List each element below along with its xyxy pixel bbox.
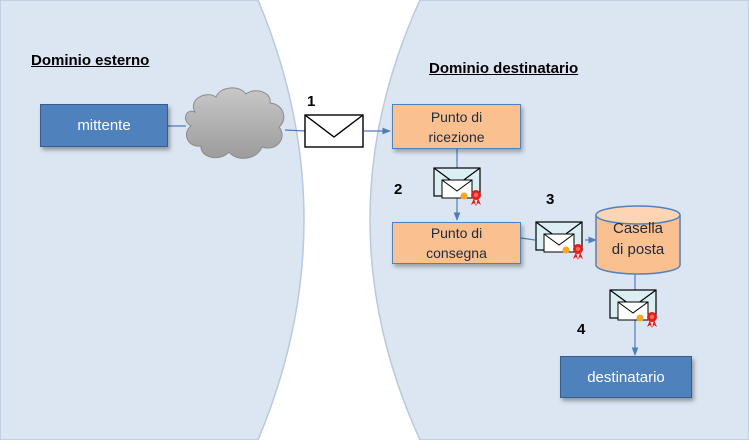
recipient-box: destinatario [560, 356, 692, 398]
delivery-label-line2: consegna [426, 245, 487, 261]
external-domain-title: Dominio esterno [31, 52, 150, 69]
sender-box: mittente [40, 104, 168, 147]
mailbox-label-line2: di posta [611, 241, 665, 258]
step-number-1: 1 [307, 93, 316, 110]
reception-point-box: Punto di ricezione [392, 104, 521, 149]
step-number-2: 2 [394, 181, 403, 198]
delivery-to-envelope-line [520, 237, 536, 241]
mailbox-label: Casella di posta [596, 218, 680, 260]
delivery-label-line1: Punto di [430, 225, 483, 241]
recipient-domain-title: Dominio destinatario [429, 60, 579, 77]
reception-label-line2: ricezione [428, 128, 485, 145]
cloud-to-envelope-line [284, 129, 306, 132]
recipient-label: destinatario [587, 368, 665, 386]
reception-label-line1: Punto di [430, 108, 483, 125]
sender-label: mittente [77, 117, 131, 134]
mailbox-cylinder [595, 205, 681, 275]
cloud-icon [185, 87, 285, 159]
step-number-3: 3 [546, 191, 555, 208]
delivery-point-box: Punto di consegna [392, 222, 521, 264]
step-number-4: 4 [577, 321, 586, 338]
mailbox-label-line1: Casella [612, 220, 664, 237]
envelope-icon [304, 114, 364, 148]
